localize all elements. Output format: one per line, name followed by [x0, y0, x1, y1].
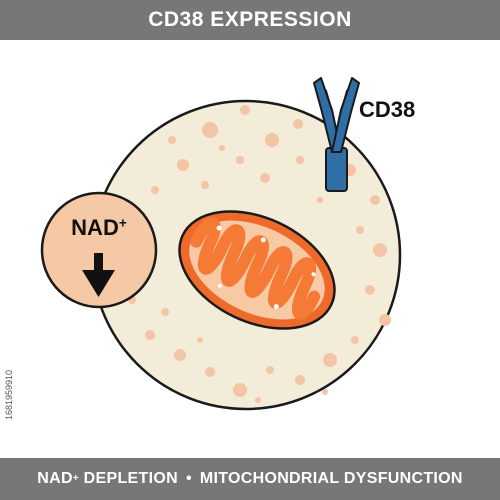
caption-part1-base: NAD: [37, 470, 73, 487]
nad-circle: [40, 191, 158, 309]
stock-id: 1681959910: [4, 369, 14, 421]
mitochondrion: [178, 210, 336, 330]
caption-part2: MITOCHONDRIAL DYSFUNCTION: [199, 470, 463, 487]
title-banner: CD38 EXPRESSION: [0, 0, 500, 40]
page-title: CD38 EXPRESSION: [148, 8, 352, 31]
caption-separator: •: [185, 470, 192, 487]
caption-banner: NAD+ DEPLETION • MITOCHONDRIAL DYSFUNCTI…: [0, 458, 500, 500]
nad-label-sup: +: [118, 215, 127, 231]
cell-dots: [128, 105, 391, 403]
nad-label-base: NAD: [71, 215, 119, 240]
mitochondrion-cristae: [190, 217, 321, 320]
y-shaped-receptor-icon: [313, 77, 360, 192]
nad-label: NAD+: [64, 215, 134, 241]
down-arrow-icon: [82, 253, 115, 297]
caption-part1-rest: DEPLETION: [78, 470, 178, 487]
cd38-label: CD38: [359, 97, 416, 122]
